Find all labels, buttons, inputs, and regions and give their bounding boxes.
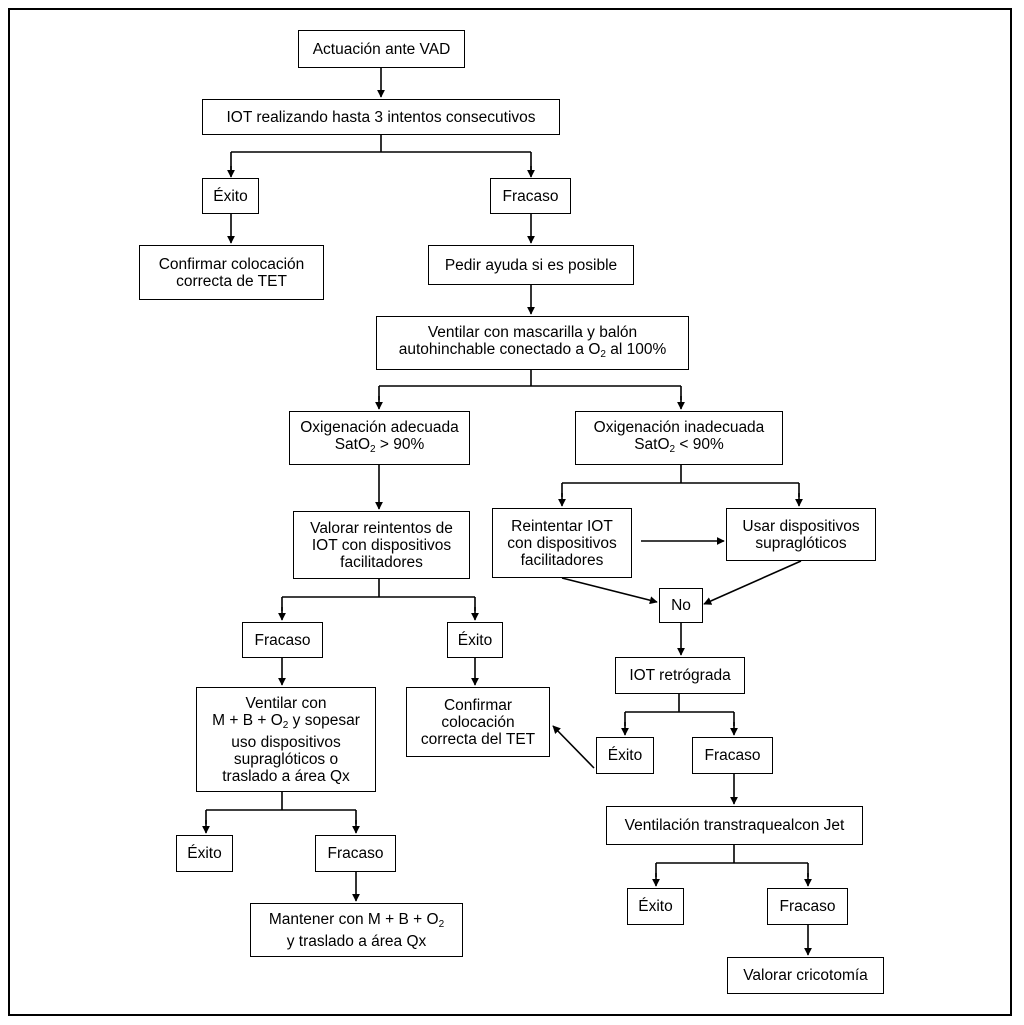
diagram-frame bbox=[8, 8, 1012, 1016]
node-iot-3-intentos: IOT realizando hasta 3 intentos consecut… bbox=[202, 99, 560, 135]
node-text-line: Éxito bbox=[187, 845, 222, 862]
node-actuacion-vad: Actuación ante VAD bbox=[298, 30, 465, 68]
node-text-line: Oxigenación adecuada bbox=[300, 418, 459, 436]
node-text-line: Valorar reintentos de bbox=[310, 519, 453, 537]
node-text-line: Pedir ayuda si es posible bbox=[444, 256, 618, 274]
node-text-line: supraglóticos bbox=[755, 534, 847, 552]
node-text-line: SatO2 < 90% bbox=[634, 435, 724, 455]
edge-supra-no bbox=[703, 560, 802, 605]
node-exito-2: Éxito bbox=[447, 622, 503, 658]
node-text-line: Fracaso bbox=[327, 845, 384, 862]
node-fracaso-1: Fracaso bbox=[490, 178, 571, 214]
node-ventilacion-jet: Ventilación transtraquealcon Jet bbox=[606, 806, 863, 845]
node-mantener-traslado: Mantener con M + B + O2 y traslado a área… bbox=[250, 903, 463, 957]
edge-reintentar-no bbox=[561, 577, 658, 605]
node-text-line: Fracaso bbox=[704, 747, 761, 764]
node-exito-5: Éxito bbox=[627, 888, 684, 925]
node-text-line: traslado a área Qx bbox=[222, 767, 350, 785]
edge-valorar-branch bbox=[281, 579, 476, 611]
node-text-line: Confirmar bbox=[443, 696, 513, 714]
edge-retro-branch bbox=[624, 694, 735, 726]
node-text-line: y traslado a área Qx bbox=[286, 932, 427, 950]
node-iot-retrograda: IOT retrógrada bbox=[615, 657, 745, 694]
node-exito-4: Éxito bbox=[176, 835, 233, 872]
node-text-line: Éxito bbox=[213, 187, 248, 205]
node-text-line: Fracaso bbox=[502, 187, 559, 205]
edge-exito3-confirm2 bbox=[552, 725, 595, 769]
node-text-line: Éxito bbox=[607, 747, 643, 764]
edge-ventilarmb-branch bbox=[205, 792, 357, 824]
node-text-line: correcta del TET bbox=[420, 730, 536, 748]
node-text-line: M + B + O2 y sopesar bbox=[212, 711, 360, 731]
node-fracaso-3: Fracaso bbox=[692, 737, 773, 774]
node-text-line: IOT retrógrada bbox=[629, 667, 731, 684]
edge-oxibad-branch bbox=[561, 465, 800, 497]
node-text-line: Usar dispositivos bbox=[742, 517, 860, 535]
node-pedir-ayuda: Pedir ayuda si es posible bbox=[428, 245, 634, 285]
node-exito-3: Éxito bbox=[596, 737, 654, 774]
node-text-line: Mantener con M + B + O2 bbox=[268, 910, 445, 930]
node-text-line: Ventilación transtraquealcon Jet bbox=[624, 817, 845, 834]
node-text-line: Éxito bbox=[457, 631, 493, 649]
node-text-line: IOT realizando hasta 3 intentos consecut… bbox=[226, 108, 536, 126]
node-text-line: correcta de TET bbox=[176, 272, 287, 290]
node-text-line: Confirmar colocación bbox=[158, 255, 305, 273]
node-text-line: Éxito bbox=[638, 898, 673, 915]
node-text-line: con dispositivos bbox=[507, 534, 617, 552]
edge-jet-branch bbox=[655, 845, 809, 877]
node-fracaso-5: Fracaso bbox=[767, 888, 848, 925]
node-valorar-cricotomia: Valorar cricotomía bbox=[727, 957, 884, 994]
node-text-line: Fracaso bbox=[779, 898, 836, 915]
node-text-line: No bbox=[671, 597, 691, 614]
node-text-line: facilitadores bbox=[520, 551, 604, 569]
node-text-line: Ventilar con mascarilla y balón bbox=[427, 323, 638, 341]
node-text-line: Valorar cricotomía bbox=[743, 967, 868, 984]
node-text-line: uso dispositivos bbox=[231, 733, 341, 751]
edge-ventilar-branch bbox=[378, 370, 682, 400]
node-no: No bbox=[659, 588, 703, 623]
node-fracaso-2: Fracaso bbox=[242, 622, 323, 658]
node-fracaso-4: Fracaso bbox=[315, 835, 396, 872]
node-text-line: IOT con dispositivos bbox=[311, 536, 452, 554]
node-text-line: autohinchable conectado a O2 al 100% bbox=[398, 340, 667, 360]
edge-iot-branch bbox=[230, 135, 532, 176]
node-text-line: Actuación ante VAD bbox=[312, 40, 451, 58]
node-exito-1: Éxito bbox=[202, 178, 259, 214]
node-text-line: colocación bbox=[441, 713, 515, 731]
node-text-line: supraglóticos o bbox=[233, 750, 339, 768]
node-text-line: facilitadores bbox=[340, 553, 423, 571]
node-text-line: Oxigenación inadecuada bbox=[593, 418, 765, 436]
node-text-line: Ventilar con bbox=[245, 694, 327, 712]
node-text-line: Reintentar IOT bbox=[511, 517, 613, 535]
node-text-line: Fracaso bbox=[254, 631, 311, 649]
node-text-line: SatO2 > 90% bbox=[334, 435, 425, 455]
